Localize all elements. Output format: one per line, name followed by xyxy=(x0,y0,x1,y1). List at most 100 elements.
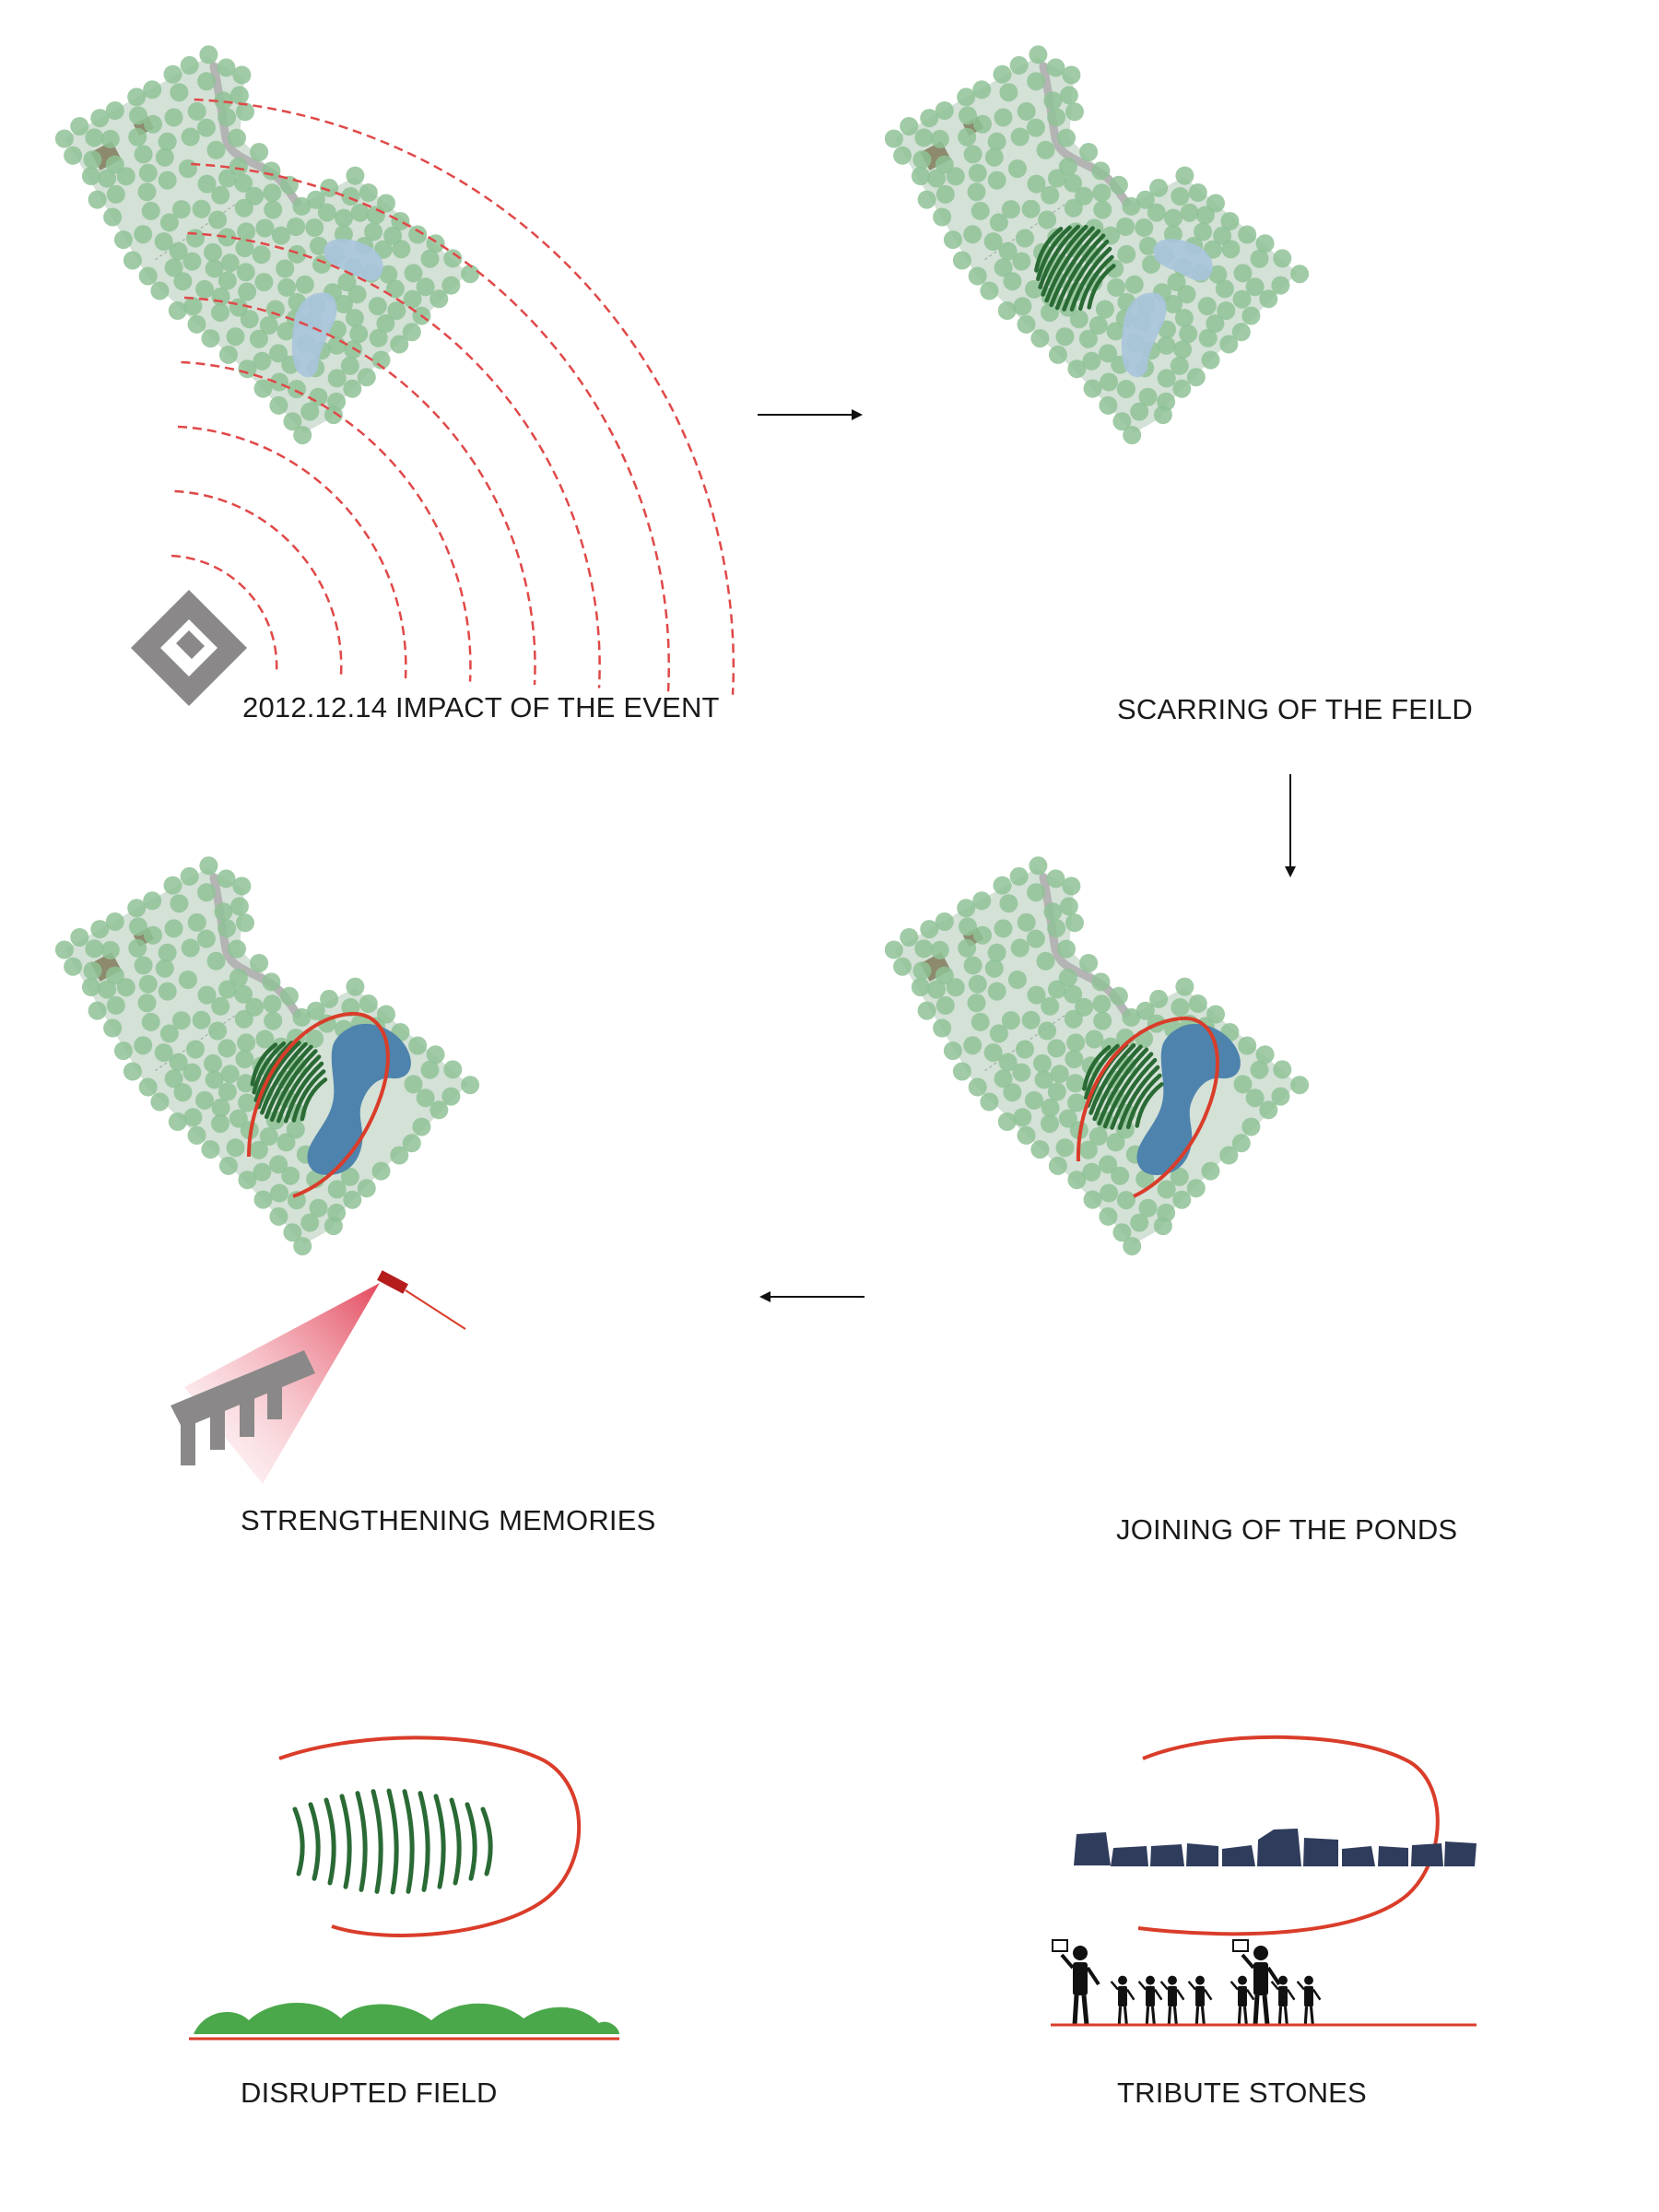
tree xyxy=(201,329,220,348)
tree xyxy=(169,1053,188,1072)
tree xyxy=(83,961,102,981)
tree xyxy=(236,263,255,282)
tree xyxy=(1088,316,1108,335)
tree xyxy=(187,314,206,334)
tree xyxy=(218,271,237,290)
tree xyxy=(214,902,233,922)
strengthening-map xyxy=(54,856,480,1484)
tree xyxy=(1050,1065,1069,1084)
impact-map xyxy=(54,45,735,706)
tree xyxy=(116,167,135,186)
tree xyxy=(196,118,216,137)
tree xyxy=(1099,1206,1118,1226)
caption-disrupted: DISRUPTED FIELD xyxy=(241,2077,498,2109)
tree xyxy=(195,279,214,299)
scar-line xyxy=(276,1054,322,1124)
tree xyxy=(963,225,982,244)
tree xyxy=(1012,1063,1031,1082)
leg xyxy=(1072,1994,1079,2026)
tree xyxy=(279,175,299,194)
tree xyxy=(279,986,299,1006)
tree xyxy=(1290,1076,1310,1095)
tree xyxy=(987,132,1006,151)
tree xyxy=(967,994,986,1013)
tree xyxy=(128,127,147,147)
tree xyxy=(1255,1045,1275,1065)
tree xyxy=(324,406,343,425)
tree xyxy=(88,1001,107,1020)
tree xyxy=(1079,143,1099,161)
tree xyxy=(1170,1167,1189,1186)
tree xyxy=(1093,1011,1112,1030)
tree xyxy=(927,169,947,188)
tree xyxy=(1208,265,1228,284)
tree xyxy=(1017,912,1036,932)
tree xyxy=(1188,994,1207,1013)
tree xyxy=(344,340,363,359)
tree xyxy=(229,1109,248,1128)
tree xyxy=(1123,426,1142,445)
tree xyxy=(85,128,104,147)
tree xyxy=(138,1077,158,1097)
tree xyxy=(236,1074,255,1093)
tree xyxy=(1078,1140,1098,1159)
torso xyxy=(1304,1985,1313,2007)
tree xyxy=(98,980,117,999)
scar-line xyxy=(253,1041,294,1102)
scar-line xyxy=(1038,224,1080,289)
torso xyxy=(1168,1985,1177,2007)
joined-pond xyxy=(1136,1023,1241,1175)
tree xyxy=(1138,1198,1158,1218)
leg xyxy=(1277,2006,1283,2026)
tree xyxy=(113,230,133,250)
tree xyxy=(920,920,939,939)
tree xyxy=(1091,972,1111,992)
child-figure-icon xyxy=(1270,1975,1296,2026)
head xyxy=(1195,1975,1205,1985)
tree xyxy=(238,1171,257,1190)
site-plan xyxy=(884,856,1310,1256)
tree xyxy=(250,143,269,161)
panel-strengthening: STRENGTHENING MEMORIES xyxy=(0,811,830,1567)
tree xyxy=(116,978,135,997)
tree xyxy=(235,239,254,258)
tree xyxy=(81,978,100,996)
impact-wave xyxy=(171,554,278,673)
tree xyxy=(287,218,306,236)
tree xyxy=(218,919,237,938)
tree xyxy=(170,894,189,913)
tree xyxy=(349,324,369,344)
tree xyxy=(1027,174,1046,194)
tree xyxy=(993,876,1012,895)
tree xyxy=(1038,210,1057,229)
arrow-left-icon xyxy=(759,1291,865,1302)
tree xyxy=(935,101,954,120)
tree xyxy=(1058,968,1077,987)
tree xyxy=(1099,344,1118,363)
arm xyxy=(1153,1988,1163,2001)
tree xyxy=(1085,1030,1104,1049)
tree xyxy=(218,1156,238,1175)
tree xyxy=(917,1001,936,1020)
leg xyxy=(1200,2006,1206,2026)
tree xyxy=(350,203,370,222)
tree xyxy=(195,1090,214,1110)
arm xyxy=(1159,1981,1169,1991)
tree xyxy=(197,174,217,194)
tree xyxy=(249,329,268,348)
tree xyxy=(269,1155,288,1174)
tree xyxy=(286,1120,305,1139)
tree xyxy=(1064,173,1083,193)
tree xyxy=(1273,1060,1292,1079)
tree xyxy=(1010,938,1030,958)
tree xyxy=(134,145,153,164)
tree xyxy=(192,199,211,218)
tree xyxy=(416,1088,435,1108)
tree xyxy=(1116,380,1135,399)
tree xyxy=(930,129,949,148)
tree xyxy=(1041,1098,1060,1117)
tree xyxy=(1095,300,1114,319)
tree xyxy=(234,984,253,1004)
tree xyxy=(337,273,357,292)
tree xyxy=(105,966,124,985)
